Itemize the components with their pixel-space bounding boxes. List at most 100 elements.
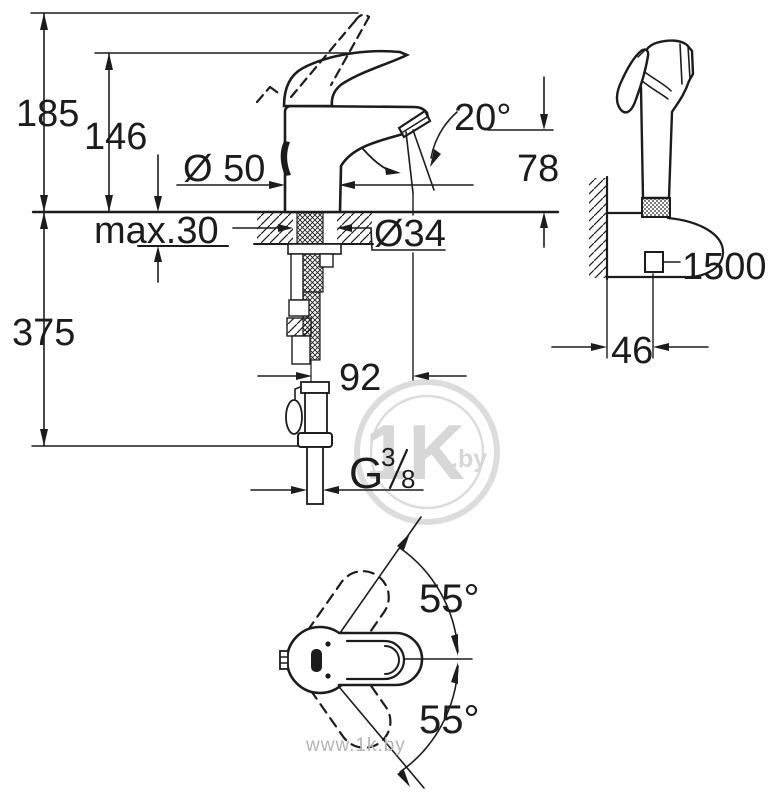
- valve-cap: [300, 381, 330, 394]
- body-left-detail: [280, 141, 291, 176]
- thread-letter: G: [349, 449, 383, 498]
- watermark-url: www.1k.by: [305, 735, 406, 756]
- dim-d34: Ø34: [232, 213, 446, 255]
- dim-20-label: 20°: [454, 97, 511, 139]
- arrowhead: [323, 486, 339, 494]
- front-view: 185 146 max.30 Ø 50: [12, 12, 559, 505]
- arrowhead: [653, 343, 669, 351]
- angle-line: [412, 129, 435, 191]
- watermark-logo: 1K .by: [354, 379, 500, 525]
- dim-146-label: 146: [84, 116, 147, 158]
- swivel-angle: 55° 55°: [339, 516, 480, 789]
- arrowhead: [397, 533, 410, 550]
- arrowhead: [385, 167, 401, 175]
- dashed-line: [329, 15, 371, 87]
- dashed-line: [289, 19, 357, 99]
- plan-view: 55° 55°: [279, 516, 480, 789]
- arrowhead: [105, 195, 113, 212]
- dim-d50: Ø 50: [176, 148, 474, 190]
- spray-face-line: [687, 45, 691, 80]
- arrowhead: [291, 486, 307, 494]
- connection-tube: [306, 446, 324, 505]
- dim-1500: 1500: [663, 246, 767, 288]
- angle-line-lower: [339, 687, 425, 789]
- arrowhead: [591, 343, 607, 351]
- hose-nut-side: [285, 399, 303, 435]
- mounting-nut: [291, 335, 311, 365]
- dashed-line: [268, 85, 283, 97]
- leader-line: [350, 227, 446, 251]
- arrowhead: [540, 114, 548, 130]
- detail-dot: [325, 673, 331, 679]
- connection-nut: [297, 432, 333, 448]
- dim-185: 185: [16, 12, 79, 213]
- mounting-shank: [286, 211, 342, 393]
- arrowhead: [40, 429, 48, 446]
- dim-55-lower-label: 55°: [419, 698, 480, 742]
- watermark-ring-inner: [369, 394, 485, 510]
- trigger-lever: [615, 48, 650, 114]
- arrowhead: [397, 770, 410, 787]
- angle-line: [405, 131, 414, 194]
- arrowhead: [337, 224, 352, 232]
- lever-end-arc: [384, 645, 400, 675]
- arrowhead: [269, 181, 285, 189]
- arrowhead: [105, 53, 113, 70]
- dim-375: 375: [12, 211, 301, 447]
- valve-body: [304, 392, 328, 434]
- watermark-ring-outer: [354, 379, 500, 525]
- cartridge-mark: [311, 649, 322, 672]
- hose-bend: [606, 216, 725, 279]
- dim-78: 78: [517, 76, 559, 248]
- hose-fitting-upper: [290, 253, 304, 301]
- fraction-slash: [388, 448, 409, 490]
- faucet-body-outline: [283, 104, 430, 214]
- arrowhead: [154, 246, 162, 262]
- lever-position-upper-dashed: [296, 570, 390, 676]
- arrowhead: [430, 149, 441, 167]
- arrowhead: [451, 662, 458, 684]
- knurled-grip: [641, 197, 671, 218]
- thread-numerator: 3: [381, 442, 395, 472]
- dashed-arc: [353, 13, 371, 23]
- left-notch: [279, 650, 289, 670]
- arrowhead: [413, 372, 429, 380]
- dim-g38: G 3 8: [250, 442, 424, 498]
- leader-curve: [430, 111, 458, 159]
- dashed-line: [255, 85, 272, 104]
- thread-denominator: 8: [401, 464, 415, 494]
- hose-end-assembly: [285, 381, 333, 505]
- side-view-hand-shower: 1500 46: [551, 39, 767, 372]
- dim-max30-label: max.30: [94, 210, 219, 252]
- lever-raised-dashed: [255, 13, 371, 104]
- hose-connector: [644, 251, 664, 273]
- lever-capsule-inner: [345, 639, 406, 681]
- arrowhead: [40, 195, 48, 212]
- watermark-logo-suffix: .by: [451, 445, 487, 473]
- clamp-block: [286, 317, 312, 337]
- aerator-inner-line: [402, 116, 428, 133]
- washer-step: [319, 253, 334, 268]
- spray-face-line: [679, 43, 683, 85]
- arrowhead: [40, 13, 48, 30]
- trigger-pivot-line: [637, 48, 647, 58]
- washer: [287, 243, 342, 255]
- wall-hatch: [589, 178, 607, 278]
- shower-body-outline: [639, 39, 695, 200]
- arrowhead: [540, 212, 548, 228]
- spray-angle: 20°: [362, 97, 554, 194]
- flow-arc: [362, 148, 395, 173]
- dim-375-label: 375: [12, 312, 75, 354]
- arrowhead: [154, 196, 162, 212]
- dim-55-upper-label: 55°: [419, 577, 480, 621]
- neck-curve: [640, 79, 669, 100]
- dim-d34-label: Ø34: [374, 213, 446, 255]
- dim-92: 92: [257, 192, 467, 399]
- dim-46-label: 46: [611, 330, 653, 372]
- dim-max30: max.30: [94, 154, 219, 283]
- dim-146: 146: [84, 52, 147, 213]
- detail-dot: [325, 641, 331, 647]
- arrowhead: [339, 181, 355, 189]
